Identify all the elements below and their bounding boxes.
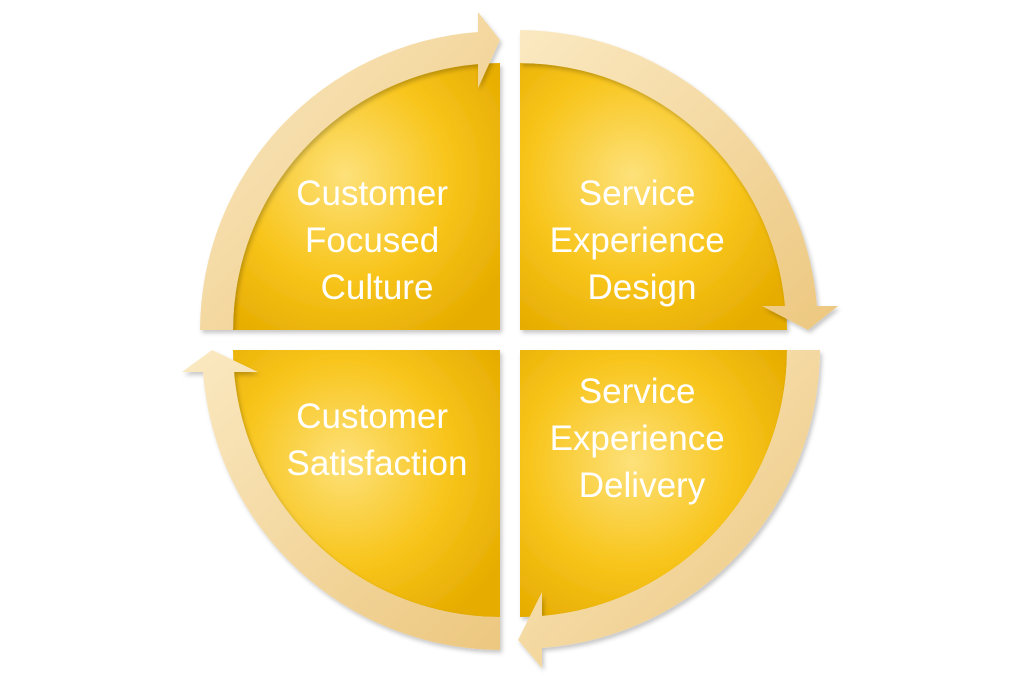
quadrant-top-right [520, 63, 787, 330]
label-line: Focused [305, 221, 439, 260]
label-customer-focused-culture: Customer Focused Culture [296, 174, 457, 307]
label-line: Service [579, 174, 696, 213]
label-line: Design [588, 268, 697, 307]
label-line: Experience [550, 221, 725, 260]
label-line: Customer [296, 174, 448, 213]
arrow-top-right [520, 30, 838, 330]
quadrant-bottom-left [233, 350, 500, 617]
label-line: Service [579, 372, 696, 411]
quadrant-bottom-right [520, 350, 787, 617]
quadrant-top-left [233, 63, 500, 330]
arrow-bottom-right [518, 350, 820, 668]
label-line: Customer [296, 397, 448, 436]
arrow-bottom-left [182, 350, 500, 650]
label-line: Satisfaction [287, 444, 468, 483]
arrow-top-left [200, 12, 500, 330]
label-customer-satisfaction: Customer Satisfaction [287, 397, 468, 483]
label-line: Experience [550, 419, 725, 458]
label-service-experience-design: Service Experience Design [550, 174, 735, 307]
label-line: Culture [321, 268, 434, 307]
label-service-experience-delivery: Service Experience Delivery [550, 372, 735, 505]
label-line: Delivery [579, 466, 706, 505]
